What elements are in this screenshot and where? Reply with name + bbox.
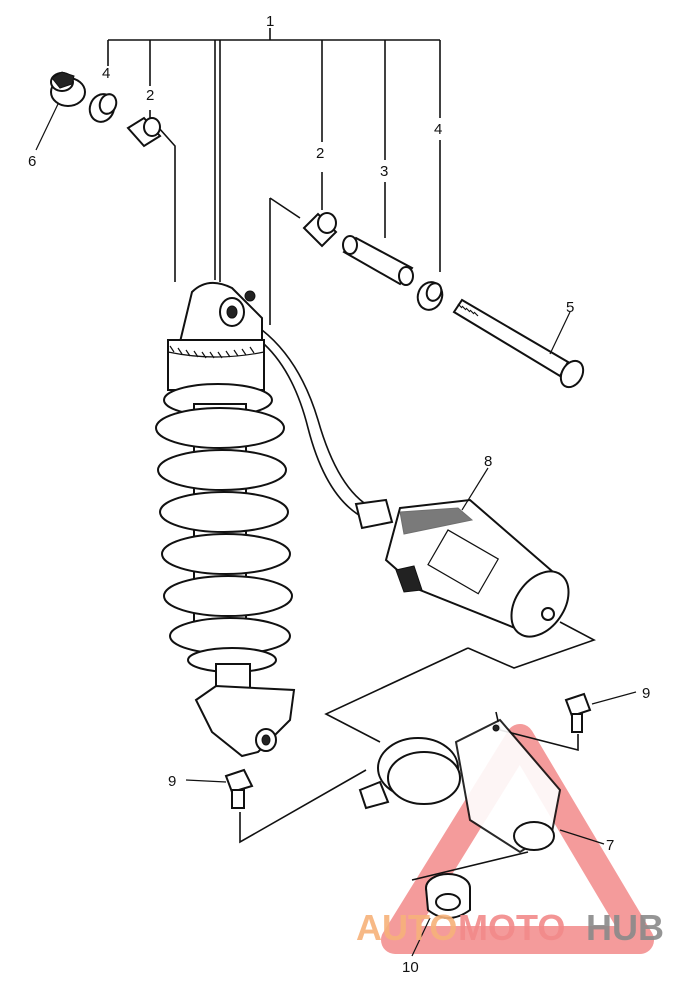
part-6-nut [50,71,86,107]
reservoir-hose [261,329,394,530]
part-4-washer-right [416,281,444,311]
callout-3: 3 [380,163,388,180]
callout-5: 5 [566,299,574,316]
watermark-logo: AUTO MOTO HUB [356,907,664,948]
callout-2-left: 2 [146,87,154,104]
callout-8: 8 [484,453,492,470]
part-8-reservoir [384,498,570,638]
callout-4-right: 4 [434,121,442,138]
part-2-bushing-left [126,116,162,148]
callout-1: 1 [266,13,274,30]
callout-6: 6 [28,153,36,170]
watermark-auto: AUTO [356,907,457,948]
part-5-bolt [452,298,585,389]
leader-lines-part-8 [324,621,596,743]
part-9-bolt-right [564,692,592,733]
part-4-washer-left [88,93,118,123]
callout-9-right: 9 [642,685,650,702]
leader-lines-part-1 [107,28,441,325]
watermark-hub: HUB [586,907,664,948]
watermark-moto: MOTO [458,907,565,948]
part-2-bushing-right [302,212,338,248]
callout-9-left: 9 [168,773,176,790]
part-3-collar [342,235,414,286]
callout-4-left: 4 [102,65,110,82]
part-7-clamp-bracket [358,718,562,854]
part-9-bolt-left [224,768,254,809]
shock-absorber [155,281,296,758]
callout-10: 10 [402,959,419,976]
watermark-triangle-icon [381,724,654,954]
part-10-grommet [425,873,471,919]
callout-2-right: 2 [316,145,324,162]
callout-7: 7 [606,837,614,854]
